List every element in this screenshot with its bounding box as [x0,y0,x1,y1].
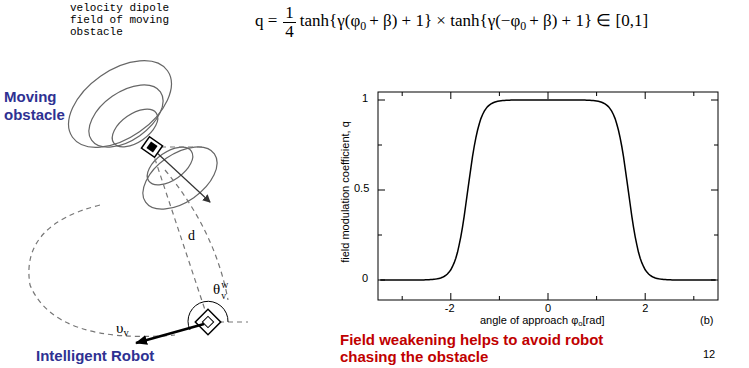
text-group: field modulation coefficient, q [339,97,351,287]
superscript: w [221,280,228,291]
robot-label: Intelligent Robot [36,347,154,364]
text-group: θwv [213,280,228,301]
robot-velocity-arrow [136,324,204,343]
annotation: velocity dipole field of moving obstacle [70,2,169,38]
fraction: 14 [283,4,296,41]
axis-ticks [378,92,718,300]
tick-label: 0.5 [354,182,369,194]
formula-part: + β) + 1} ∈ [0,1] [529,11,648,30]
formula-part: + β) + 1} × tanh{γ(−φ [369,11,520,30]
text-group: Intelligent Robot [36,347,154,364]
robot-symbol [195,309,220,334]
script-stack: wv [221,280,228,301]
text-group: 0 [362,272,368,284]
text-group: -2 [445,302,455,314]
tick-label: 1 [362,92,368,104]
plot-frame [378,92,718,300]
formula-subscript: 0 [520,19,526,33]
fraction-numerator: 1 [283,4,296,23]
subscript: v [221,291,228,302]
formula-part: tanh{γ(φ [300,11,360,30]
distance-label: d [188,228,195,243]
text-group: 1 [362,92,368,104]
angle-label: θ [213,281,220,297]
moving-obstacle-symbol [141,137,162,158]
tick-label: 2 [642,302,648,314]
q-curve [380,100,715,280]
formula-part: q = [255,11,277,30]
formula-subscript: 0 [360,19,366,33]
text-group: q =14tanh{γ(φ0+ β) + 1} × tanh{γ(−φ0+ β)… [255,4,648,41]
tick-label: -2 [445,302,455,314]
obstacle-velocity-arrow [156,152,210,202]
text-group: 12 [703,348,715,360]
dipole-field-lines [53,43,228,222]
page-number: 12 [703,348,715,360]
text-group: υv [116,320,129,338]
axis-title: field modulation coefficient, q [339,121,351,263]
axis-title: [rad] [583,314,605,326]
text-group: Moving obstacle [4,88,94,124]
obstacle-label: Moving obstacle [4,88,65,123]
text-group: 2 [642,302,648,314]
panel-label: (b) [700,314,713,326]
velocity-subscript: v [123,327,128,338]
text-group: 0.5 [354,182,369,194]
axis-title: angle of approach φ [480,314,578,326]
axis-subscript: o [578,319,582,328]
text-group: velocity dipole field of moving obstacle [70,2,176,38]
trajectory-curves [29,147,248,336]
tick-label: 0 [545,302,551,314]
text-group: angle of approach φo[rad] [480,314,605,328]
tick-label: 0 [362,272,368,284]
velocity-label: υ [116,320,123,336]
caption: Field weakening helps to avoid robot cha… [340,331,640,365]
text-group: (b) [700,314,713,326]
text-group: 0 [545,302,551,314]
text-group: d [188,228,195,244]
fraction-denominator: 4 [283,23,296,41]
